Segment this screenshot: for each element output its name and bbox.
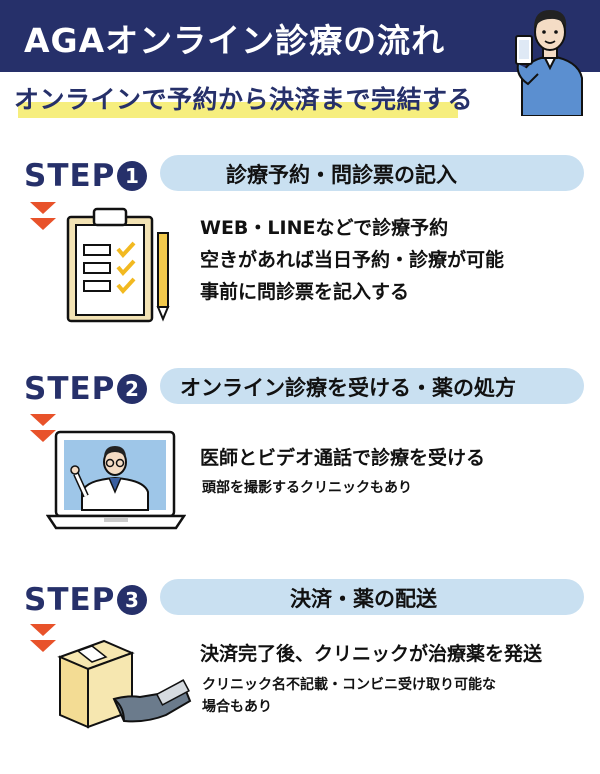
step-3-title: 決済・薬の配送 [290,587,437,611]
step-2-down-arrows-icon [30,414,56,442]
step-2-line-2: 頭部を撮影するクリニックもあり [202,480,412,496]
step-2-number: 2 [117,374,147,404]
step-3-down-arrows-icon [30,624,56,652]
subtitle: オンラインで予約から決済まで完結する [14,85,474,114]
laptop-doctor-icon [46,430,186,530]
step-1-number: 1 [117,161,147,191]
step-1-title-pill [160,155,584,191]
step-2-title-pill [160,368,584,404]
step-1-line-3: 事前に問診票を記入する [200,281,410,303]
step-2-line-1: 医師とビデオ通話で診療を受ける [200,447,486,469]
step-3-title-pill [160,579,584,615]
step-1-down-arrows-icon [30,202,56,230]
page-title: AGAオンライン診療の流れ [24,21,446,60]
step-3-line-2: クリニック名不記載・コンビニ受け取り可能な [202,677,496,693]
clipboard-checklist-icon [66,207,170,323]
step-2-title: オンライン診療を受ける・薬の処方 [180,376,516,400]
subtitle-highlight [18,102,458,118]
header-bar: AGAオンライン診療の流れ [0,0,600,72]
step-1-label: STEP [24,158,116,194]
step-3-line-1: 決済完了後、クリニックが治療薬を発送 [200,643,543,665]
step-3-number: 3 [117,585,147,615]
person-with-phone-icon [515,10,583,116]
step-1-line-1: WEB・LINEなどで診療予約 [200,217,449,239]
subtitle-block: オンラインで予約から決済まで完結する [14,80,473,120]
step-3-label: STEP [24,582,116,618]
step-2-label: STEP [24,371,116,407]
step-1-title: 診療予約・問診票の記入 [226,163,457,187]
package-handover-icon [57,639,192,729]
step-3-line-3: 場合もあり [202,699,272,715]
step-1-line-2: 空きがあれば当日予約・診療が可能 [200,249,505,271]
